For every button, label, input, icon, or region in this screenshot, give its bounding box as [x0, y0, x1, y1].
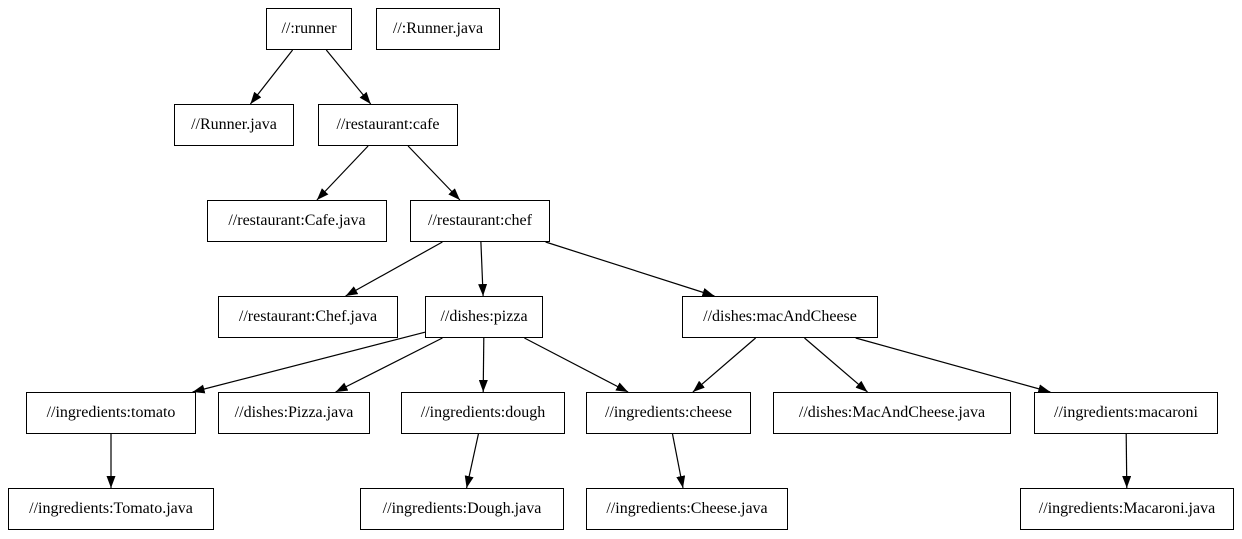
node-label: //dishes:pizza	[440, 308, 528, 325]
graph-node-restaurant-chef: //restaurant:chef	[410, 200, 550, 242]
graph-node-ingredients-cheese: //ingredients:cheese	[586, 392, 751, 434]
graph-node-ingredients-tomato: //ingredients:tomato	[26, 392, 196, 434]
edge-dishes-pizza-to-ingredients-cheese	[524, 337, 629, 393]
edge-ingredients-cheese-to-ingredients-cheese-java	[671, 433, 686, 489]
node-label: //dishes:Pizza.java	[234, 404, 354, 421]
graph-node-ingredients-dough-java: //ingredients:Dough.java	[360, 488, 564, 530]
node-label: //dishes:MacAndCheese.java	[798, 404, 986, 421]
node-label: //ingredients:cheese	[604, 404, 733, 421]
edge-restaurant-chef-to-restaurant-chef-java	[345, 241, 443, 297]
graph-node-restaurant-chef-java: //restaurant:Chef.java	[218, 296, 398, 338]
node-label: //restaurant:Cafe.java	[228, 212, 366, 229]
edges-group	[106, 49, 1132, 489]
edge-dishes-macandcheese-to-ingredients-macaroni	[855, 337, 1051, 394]
node-label: //:Runner.java	[392, 20, 484, 37]
node-label: //ingredients:Tomato.java	[29, 500, 193, 517]
graph-node-dishes-macandcheese-java: //dishes:MacAndCheese.java	[773, 392, 1011, 434]
graph-node-ingredients-tomato-java: //ingredients:Tomato.java	[8, 488, 214, 530]
graph-node-ingredients-dough: //ingredients:dough	[401, 392, 565, 434]
edge-dishes-macandcheese-to-dishes-macandcheese-java	[804, 337, 868, 393]
node-label: //Runner.java	[191, 116, 277, 133]
node-label: //:runner	[281, 20, 337, 37]
node-label: //ingredients:Dough.java	[382, 500, 542, 517]
graph-node-dishes-pizza-java: //dishes:Pizza.java	[218, 392, 370, 434]
edge-restaurant-chef-to-dishes-pizza	[478, 241, 488, 297]
edge-ingredients-dough-to-ingredients-dough-java	[464, 433, 479, 489]
graph-node-root-runner-java: //:Runner.java	[376, 8, 500, 50]
node-label: //restaurant:Chef.java	[238, 308, 378, 325]
graph-node-restaurant-cafe: //restaurant:cafe	[318, 104, 458, 146]
graph-node-dishes-pizza: //dishes:pizza	[425, 296, 543, 338]
edge-dishes-pizza-to-dishes-pizza-java	[335, 337, 443, 393]
edge-dishes-macandcheese-to-ingredients-cheese	[692, 337, 756, 393]
edge-root-runner-to-restaurant-cafe	[325, 49, 372, 105]
edge-restaurant-chef-to-dishes-macandcheese	[545, 241, 715, 297]
graph-node-ingredients-macaroni: //ingredients:macaroni	[1034, 392, 1218, 434]
graph-node-runner-java: //Runner.java	[174, 104, 294, 146]
graph-node-root-runner: //:runner	[266, 8, 352, 50]
graph-node-restaurant-cafe-java: //restaurant:Cafe.java	[207, 200, 387, 242]
node-label: //ingredients:Macaroni.java	[1038, 500, 1216, 517]
node-label: //dishes:macAndCheese	[703, 308, 857, 325]
node-label: //ingredients:tomato	[46, 404, 176, 421]
edge-restaurant-cafe-to-restaurant-chef	[407, 145, 461, 201]
node-label: //restaurant:chef	[428, 212, 532, 229]
edge-dishes-pizza-to-ingredients-dough	[478, 337, 488, 393]
edge-ingredients-macaroni-to-ingredients-macaroni-java	[1122, 433, 1132, 489]
edge-restaurant-cafe-to-restaurant-cafe-java	[316, 145, 369, 201]
graph-node-ingredients-cheese-java: //ingredients:Cheese.java	[586, 488, 788, 530]
edge-dishes-pizza-to-ingredients-tomato	[192, 331, 426, 394]
graph-node-ingredients-macaroni-java: //ingredients:Macaroni.java	[1020, 488, 1234, 530]
node-label: //ingredients:Cheese.java	[606, 500, 768, 517]
node-label: //restaurant:cafe	[336, 116, 440, 133]
node-label: //ingredients:macaroni	[1054, 404, 1198, 421]
node-label: //ingredients:dough	[420, 404, 546, 421]
edge-root-runner-to-runner-java	[249, 49, 294, 105]
graph-node-dishes-macandcheese: //dishes:macAndCheese	[682, 296, 878, 338]
